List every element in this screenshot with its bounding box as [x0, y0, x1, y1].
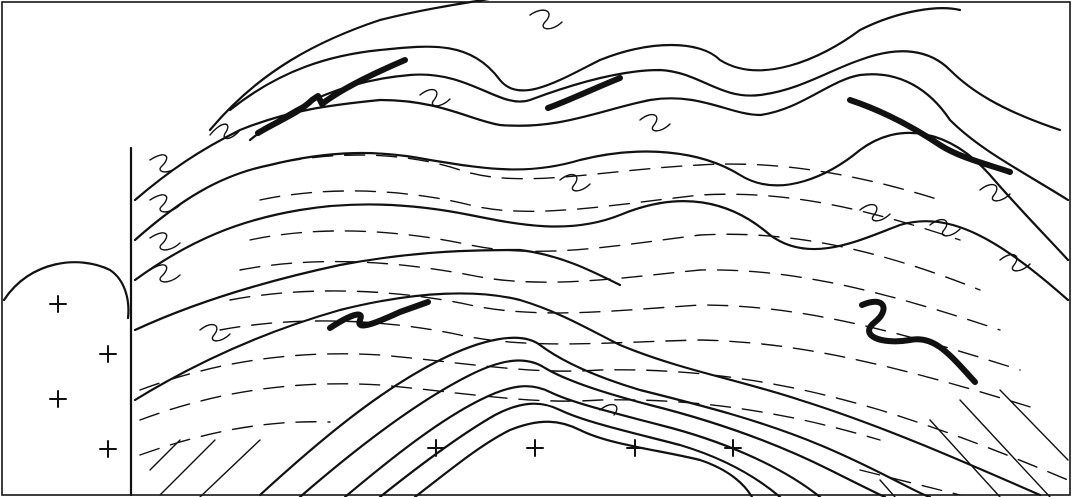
plus-marker	[527, 440, 543, 456]
lower-antiform-beds	[135, 250, 1040, 497]
plus-marker	[627, 440, 643, 456]
granite-plus-markers	[50, 296, 741, 457]
plus-marker	[50, 391, 66, 407]
plus-marker	[100, 441, 116, 457]
right-lower-hatching	[150, 390, 1068, 497]
plus-marker	[100, 346, 116, 362]
upper-folded-beds	[135, 0, 1068, 300]
plus-marker	[428, 440, 444, 456]
plus-marker	[50, 296, 66, 312]
plus-marker	[725, 440, 741, 456]
schistosity-dashes	[140, 155, 1068, 495]
left-granite-dome-outline	[4, 262, 128, 318]
